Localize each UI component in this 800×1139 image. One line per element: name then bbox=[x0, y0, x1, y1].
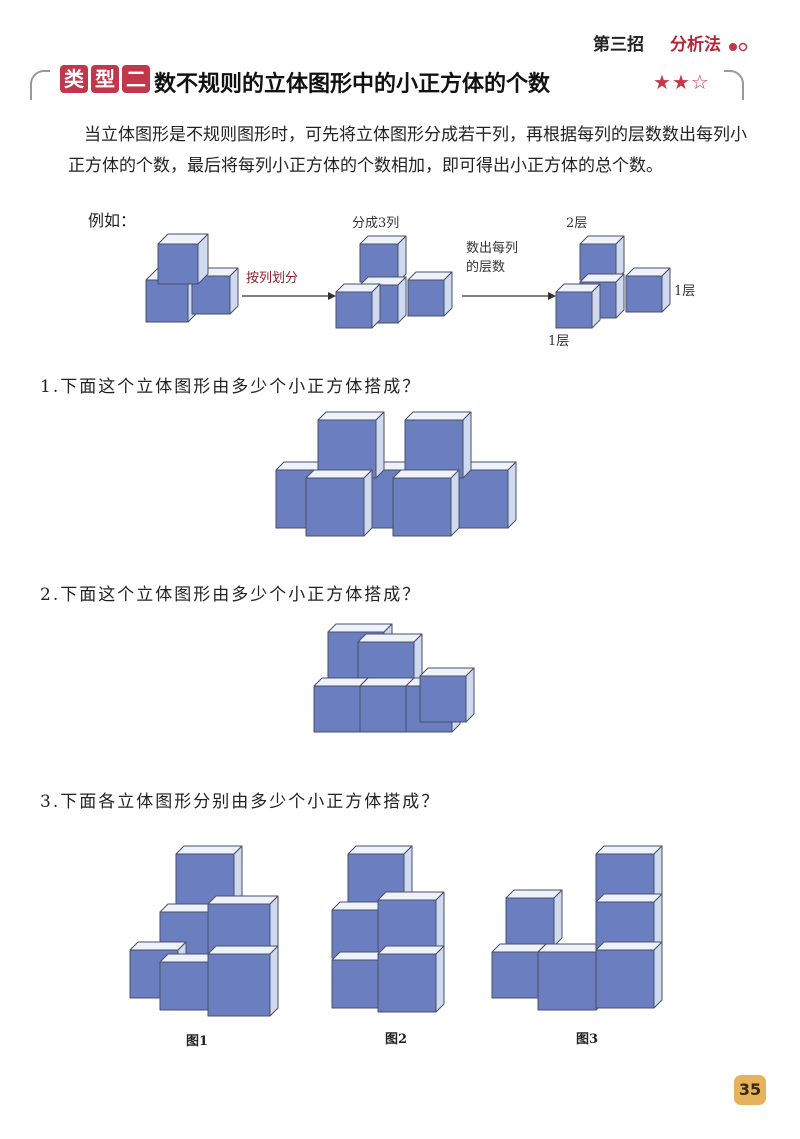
figure-caption-1: 图1 bbox=[186, 1034, 209, 1049]
question-1: 1.下面这个立体图形由多少个小正方体搭成？ bbox=[40, 372, 421, 397]
cube bbox=[317, 411, 385, 479]
question-number: 1. bbox=[40, 377, 61, 397]
type-badge-char: 型 bbox=[91, 65, 119, 93]
dots-icon bbox=[728, 37, 750, 56]
difficulty-rating: ★★☆ bbox=[653, 70, 710, 94]
layer-2-label: 2层 bbox=[566, 216, 588, 231]
cube bbox=[335, 283, 381, 329]
question-text: 下面这个立体图形由多少个小正方体搭成？ bbox=[60, 585, 422, 605]
section-title: 数不规则的立体图形中的小正方体的个数 bbox=[154, 72, 551, 97]
example-figure bbox=[145, 233, 671, 329]
layer-1-bottom-label: 1层 bbox=[548, 334, 570, 349]
question-number: 2. bbox=[40, 585, 61, 605]
method-label: 分析法 bbox=[670, 35, 721, 55]
figure-caption-3: 图3 bbox=[576, 1032, 599, 1047]
chapter-label: 第三招 bbox=[593, 35, 644, 55]
star-filled-icon: ★ bbox=[671, 70, 691, 94]
cube bbox=[305, 469, 373, 537]
cube bbox=[555, 283, 601, 329]
title-bracket-right bbox=[724, 70, 744, 100]
page-number: 35 bbox=[734, 1075, 766, 1105]
arrow2-label-line1: 数出每列 bbox=[466, 241, 519, 256]
cube bbox=[404, 411, 472, 479]
intro-text: 当立体图形是不规则图形时，可先将立体图形分成若干列，再根据每列的层数数出每列小正… bbox=[68, 125, 747, 176]
layer-1-right-label: 1层 bbox=[674, 284, 696, 299]
figure-caption-2: 图2 bbox=[385, 1032, 408, 1047]
cube bbox=[419, 667, 475, 723]
split-label: 分成3列 bbox=[352, 216, 400, 231]
cube bbox=[157, 233, 209, 285]
question-3: 3.下面各立体图形分别由多少个小正方体搭成？ bbox=[40, 787, 440, 812]
intro-paragraph: 当立体图形是不规则图形时，可先将立体图形分成若干列，再根据每列的层数数出每列小正… bbox=[68, 120, 748, 182]
cube bbox=[537, 943, 605, 1011]
cube bbox=[377, 891, 445, 959]
title-bracket-left bbox=[30, 70, 50, 100]
question-2: 2.下面这个立体图形由多少个小正方体搭成？ bbox=[40, 580, 421, 605]
cube bbox=[407, 271, 453, 317]
cube bbox=[377, 945, 445, 1013]
cube bbox=[505, 889, 563, 947]
question-text: 下面这个立体图形由多少个小正方体搭成？ bbox=[60, 377, 422, 397]
type-badge-char: 二 bbox=[122, 65, 150, 93]
cube bbox=[595, 941, 663, 1009]
arrow2-label-line2: 的层数 bbox=[466, 260, 506, 275]
arrow1-label: 按列划分 bbox=[246, 271, 299, 286]
cube bbox=[392, 469, 460, 537]
type-badge-char: 类 bbox=[60, 65, 88, 93]
question-text: 下面各立体图形分别由多少个小正方体搭成？ bbox=[60, 792, 441, 812]
example-label: 例如： bbox=[88, 211, 137, 230]
type-badge: 类 型 二 bbox=[60, 65, 150, 93]
cube bbox=[207, 945, 279, 1017]
cube bbox=[449, 461, 517, 529]
cube bbox=[579, 235, 625, 281]
cube bbox=[625, 267, 671, 313]
star-outline-icon: ☆ bbox=[690, 70, 710, 94]
star-filled-icon: ★ bbox=[653, 70, 672, 94]
question-number: 3. bbox=[40, 792, 61, 812]
